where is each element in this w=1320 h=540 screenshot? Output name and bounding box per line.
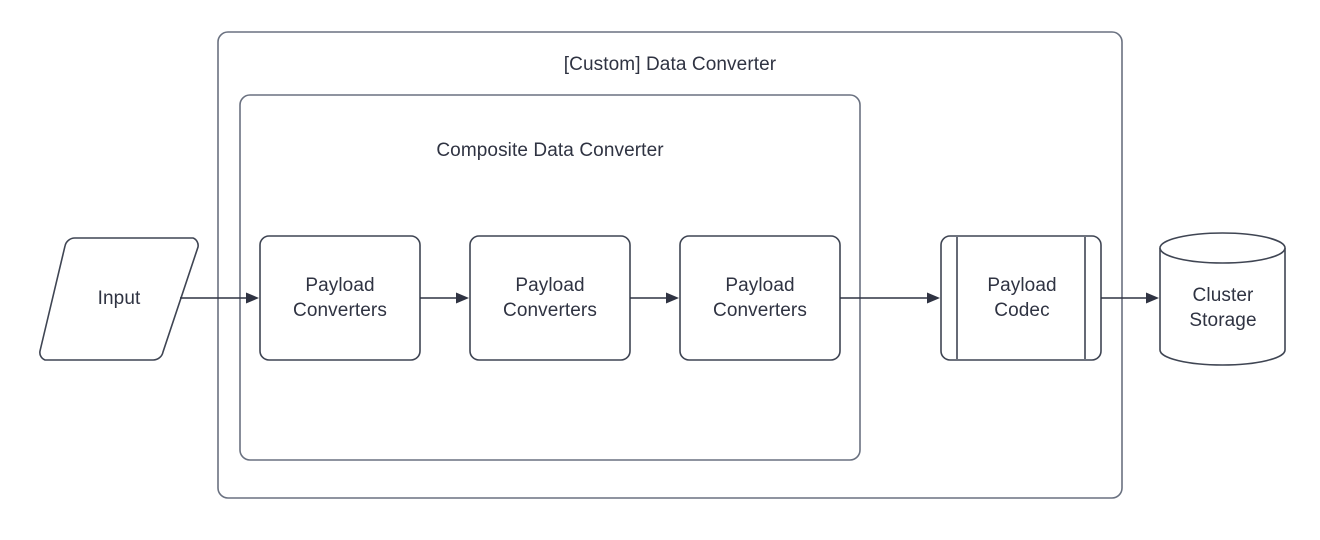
node-payload-converters-1-shape: [259, 235, 421, 361]
edge-conv2-to-conv3: [630, 292, 679, 304]
node-payload-codec-shape: [940, 235, 1102, 361]
edge-conv1-to-conv2: [420, 292, 469, 304]
edge-conv3-to-codec: [840, 292, 940, 304]
node-payload-converters-2-shape: [469, 235, 631, 361]
node-payload-converters-3-shape: [679, 235, 841, 361]
edge-input-to-conv1: [180, 292, 259, 304]
node-cluster-storage-shape: [1159, 232, 1286, 366]
edge-codec-to-storage: [1101, 292, 1159, 304]
node-input-shape: [39, 237, 199, 361]
